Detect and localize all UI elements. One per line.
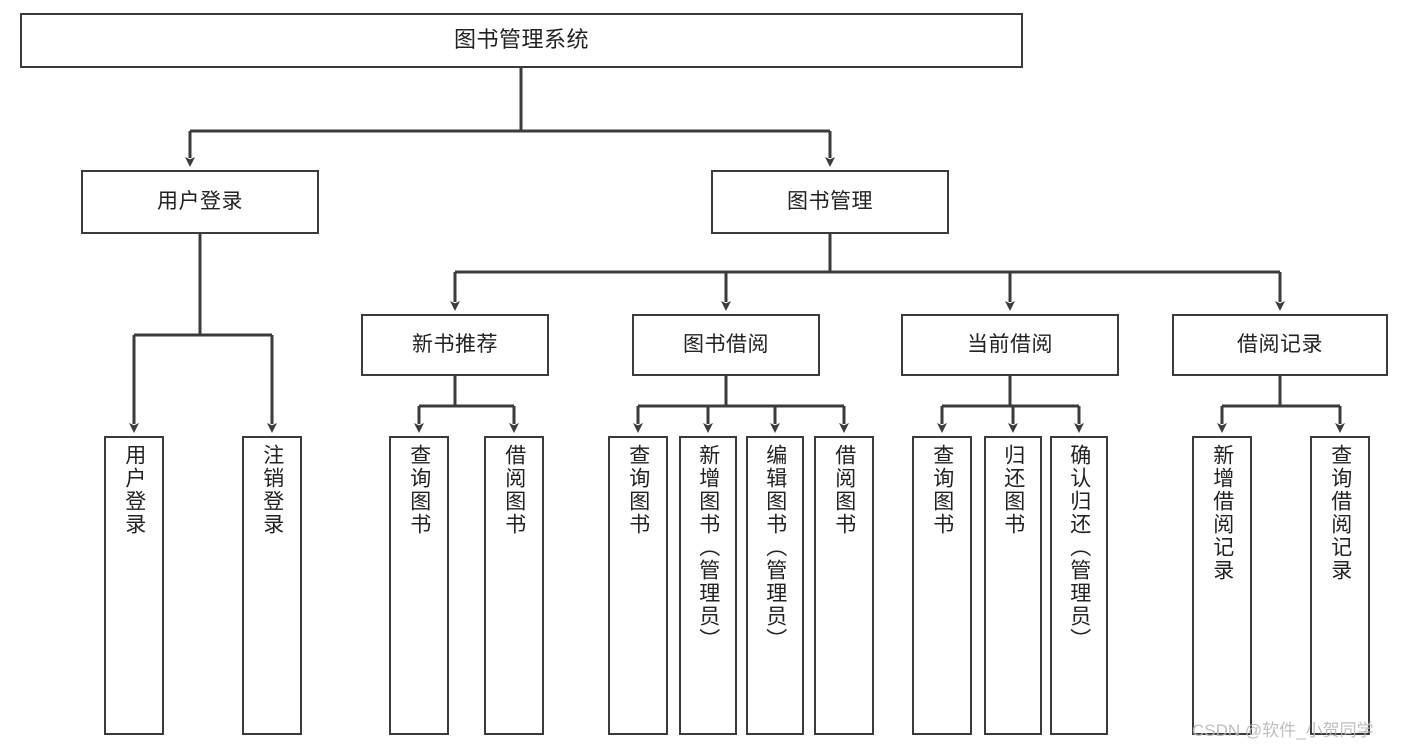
node-leaf-borrow-book-1-label: 借阅图书 — [502, 444, 526, 536]
node-new-book-recommend-label: 新书推荐 — [412, 333, 498, 357]
node-new-book-recommend[interactable]: 新书推荐 — [361, 314, 549, 376]
node-leaf-return-book[interactable]: 归还图书 — [984, 436, 1042, 735]
node-leaf-query-book-3-label: 查询图书 — [930, 444, 954, 536]
node-book-borrow-label: 图书借阅 — [683, 333, 769, 357]
node-leaf-edit-book-label: 编辑图书（管理员） — [763, 444, 787, 651]
node-book-borrow[interactable]: 图书借阅 — [632, 314, 820, 376]
watermark: CSDN @软件_小贺同学 — [1192, 721, 1374, 740]
node-leaf-logout-label: 注销登录 — [260, 444, 284, 536]
node-current-borrow-label: 当前借阅 — [967, 333, 1053, 357]
node-book-manage[interactable]: 图书管理 — [711, 170, 949, 234]
node-leaf-user-login-label: 用户登录 — [122, 444, 146, 536]
node-leaf-query-record-label: 查询借阅记录 — [1328, 444, 1352, 582]
node-leaf-return-book-label: 归还图书 — [1001, 444, 1025, 536]
node-leaf-confirm-return[interactable]: 确认归还（管理员） — [1050, 436, 1108, 735]
node-leaf-query-book-2-label: 查询图书 — [626, 444, 650, 536]
node-borrow-record[interactable]: 借阅记录 — [1172, 314, 1388, 376]
node-leaf-query-book-1[interactable]: 查询图书 — [389, 436, 449, 735]
node-leaf-add-record-label: 新增借阅记录 — [1210, 444, 1234, 582]
node-leaf-add-book[interactable]: 新增图书（管理员） — [679, 436, 737, 735]
node-book-manage-label: 图书管理 — [787, 190, 873, 214]
node-leaf-query-record[interactable]: 查询借阅记录 — [1310, 436, 1370, 735]
node-user-login[interactable]: 用户登录 — [81, 170, 319, 234]
node-leaf-borrow-book-2[interactable]: 借阅图书 — [814, 436, 874, 735]
node-leaf-borrow-book-2-label: 借阅图书 — [832, 444, 856, 536]
node-user-login-label: 用户登录 — [157, 190, 243, 214]
node-leaf-query-book-2[interactable]: 查询图书 — [608, 436, 668, 735]
node-leaf-add-book-label: 新增图书（管理员） — [696, 444, 720, 651]
node-borrow-record-label: 借阅记录 — [1237, 333, 1323, 357]
node-current-borrow[interactable]: 当前借阅 — [901, 314, 1119, 376]
node-leaf-user-login[interactable]: 用户登录 — [104, 436, 164, 735]
node-leaf-add-record[interactable]: 新增借阅记录 — [1192, 436, 1252, 735]
node-leaf-logout[interactable]: 注销登录 — [242, 436, 302, 735]
node-root-label: 图书管理系统 — [453, 27, 589, 53]
node-leaf-query-book-1-label: 查询图书 — [407, 444, 431, 536]
node-leaf-query-book-3[interactable]: 查询图书 — [912, 436, 972, 735]
node-leaf-borrow-book-1[interactable]: 借阅图书 — [484, 436, 544, 735]
node-root[interactable]: 图书管理系统 — [20, 13, 1023, 68]
node-leaf-confirm-return-label: 确认归还（管理员） — [1067, 444, 1091, 651]
node-leaf-edit-book[interactable]: 编辑图书（管理员） — [746, 436, 804, 735]
